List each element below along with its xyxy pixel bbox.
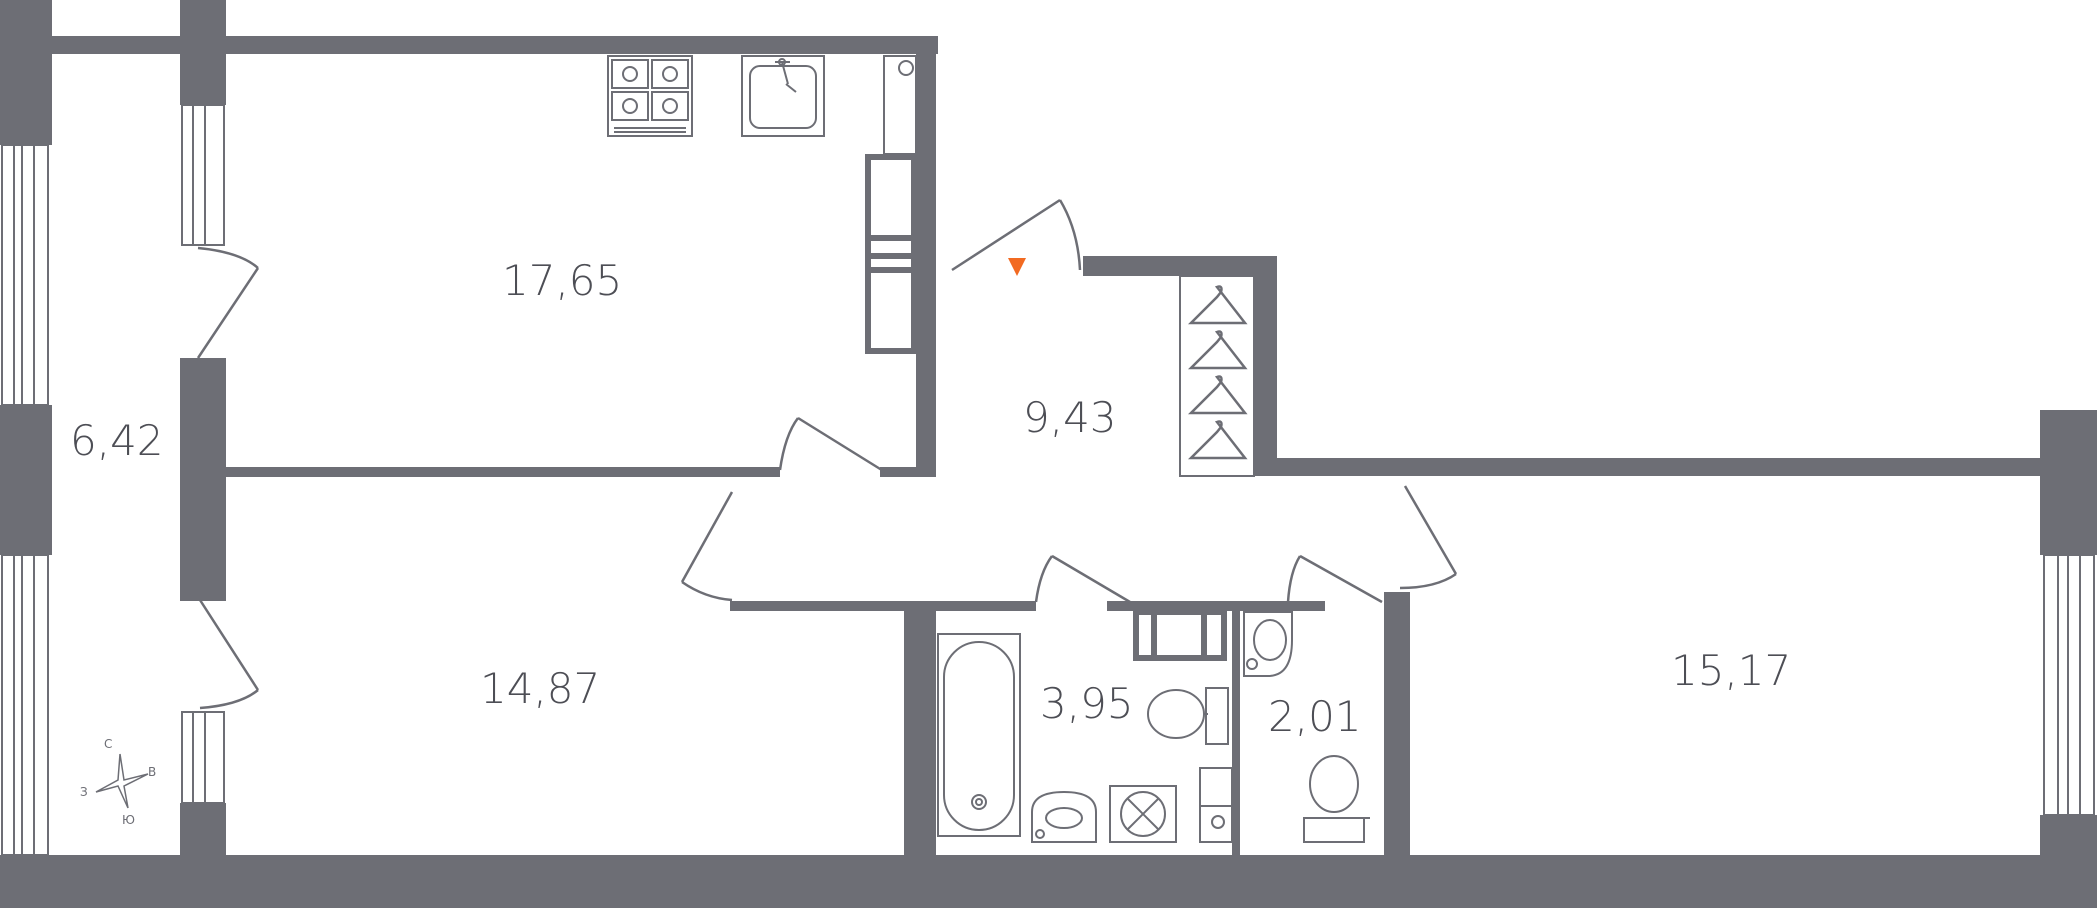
compass-icon xyxy=(95,753,149,809)
room-area-toilet: 2,01 xyxy=(1268,692,1362,741)
room-area-kitchen: 17,65 xyxy=(502,256,622,305)
window-partition-top xyxy=(181,104,225,246)
door-bedroom-left xyxy=(680,491,734,602)
toilet-icon xyxy=(1147,687,1229,745)
toilet-washbasin-icon xyxy=(1243,611,1293,677)
room-area-hall: 9,43 xyxy=(1023,393,1117,442)
room-area-bedroom-right: 15,17 xyxy=(1671,646,1791,695)
fridge-icon xyxy=(883,55,917,155)
window-partition-bottom xyxy=(181,711,225,804)
door-balcony-bedroom xyxy=(198,599,260,710)
compass-south: Ю xyxy=(122,813,135,827)
door-balcony-kitchen xyxy=(196,246,260,359)
room-area-bedroom-left: 14,87 xyxy=(480,664,600,713)
windows xyxy=(1,104,2095,856)
bathroom-shelf-icon xyxy=(1133,609,1227,661)
door-bedroom-right xyxy=(1399,485,1458,590)
stove-icon xyxy=(607,55,693,137)
hanger-icon xyxy=(1187,285,1248,460)
door-kitchen xyxy=(778,416,886,474)
room-area-bathroom: 3,95 xyxy=(1040,679,1134,728)
window-left-bottom xyxy=(1,554,49,856)
bathroom-cabinet-icon xyxy=(1199,767,1233,843)
compass-north: С xyxy=(104,737,112,751)
compass-east: В xyxy=(148,765,156,779)
wardrobe-icon xyxy=(1179,275,1255,477)
door-bathroom xyxy=(1034,554,1131,604)
window-left-top xyxy=(1,144,49,406)
door-toilet xyxy=(1286,554,1383,604)
washing-machine-icon xyxy=(1109,785,1177,843)
washbasin-icon xyxy=(1031,790,1097,843)
compass-west: З xyxy=(80,785,88,799)
kitchen-cabinet-icon xyxy=(865,154,917,354)
entrance-marker-icon xyxy=(1008,258,1026,276)
kitchen-sink-icon xyxy=(741,55,825,137)
doors xyxy=(196,198,1458,710)
room-area-balcony: 6,42 xyxy=(70,416,164,465)
bathtub-icon xyxy=(937,633,1021,837)
door-entrance xyxy=(951,198,1082,272)
toilet-bowl-icon xyxy=(1303,755,1370,843)
